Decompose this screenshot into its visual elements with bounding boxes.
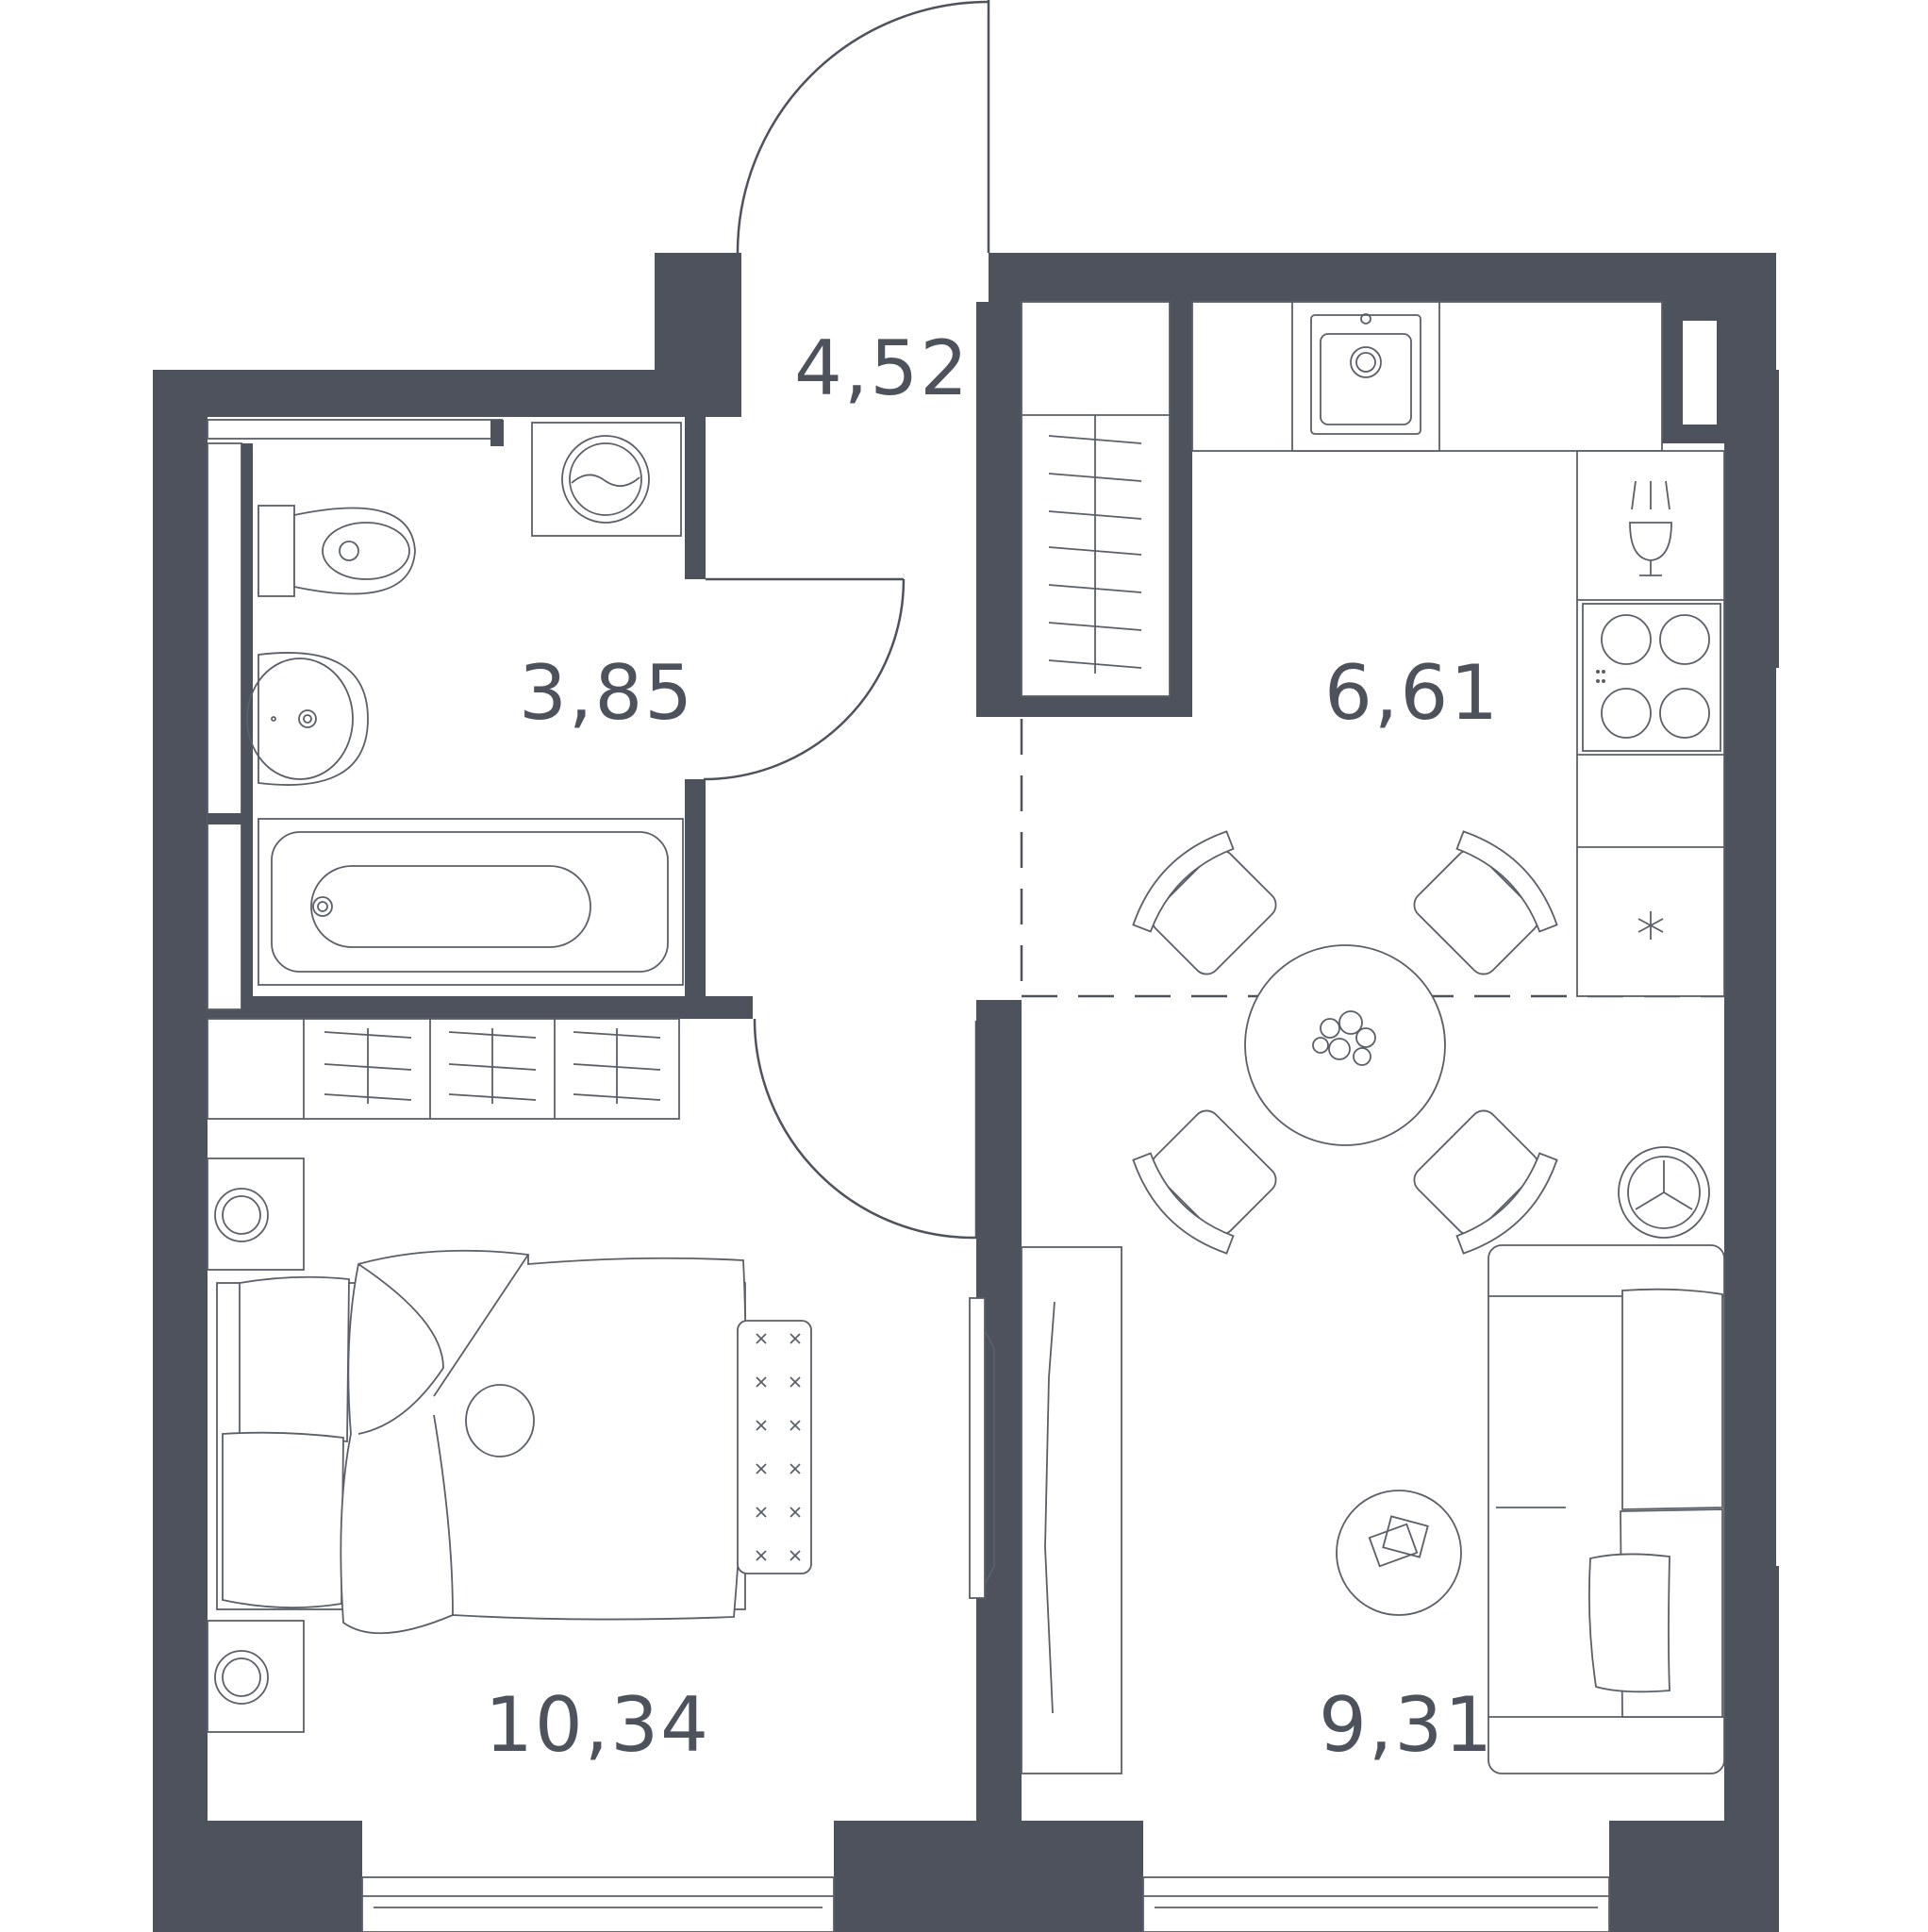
kitchen-fixtures [1021,301,1725,997]
snowflake-icon [1637,911,1664,940]
cross-pattern [756,1333,801,1561]
bedroom-furniture [207,1018,995,1733]
wineglass-icon [1629,480,1672,576]
doors [703,0,990,1240]
dining-chair [1413,830,1558,975]
area-label-hallway: 4,52 [794,325,970,412]
area-label-bathroom: 3,85 [519,649,694,737]
dining-chair [1413,1109,1558,1255]
dining-chair [1132,830,1277,975]
dining-chair [1132,1109,1277,1255]
bathroom-fixtures [246,422,684,986]
dining-table [1132,830,1558,1255]
area-label-bedroom: 10,34 [485,1681,710,1769]
living-room-furniture [1021,1146,1725,1774]
flower-bouquet-icon [1312,1010,1376,1066]
area-label-kitchen: 6,61 [1324,649,1500,737]
area-label-living-room: 9,31 [1319,1681,1494,1769]
area-labels: 4,52 3,85 6,61 10,34 9,31 [485,325,1500,1769]
magazine-icon [1368,1515,1429,1568]
bottom-windows [361,1876,1610,1932]
walls [153,253,1779,1932]
